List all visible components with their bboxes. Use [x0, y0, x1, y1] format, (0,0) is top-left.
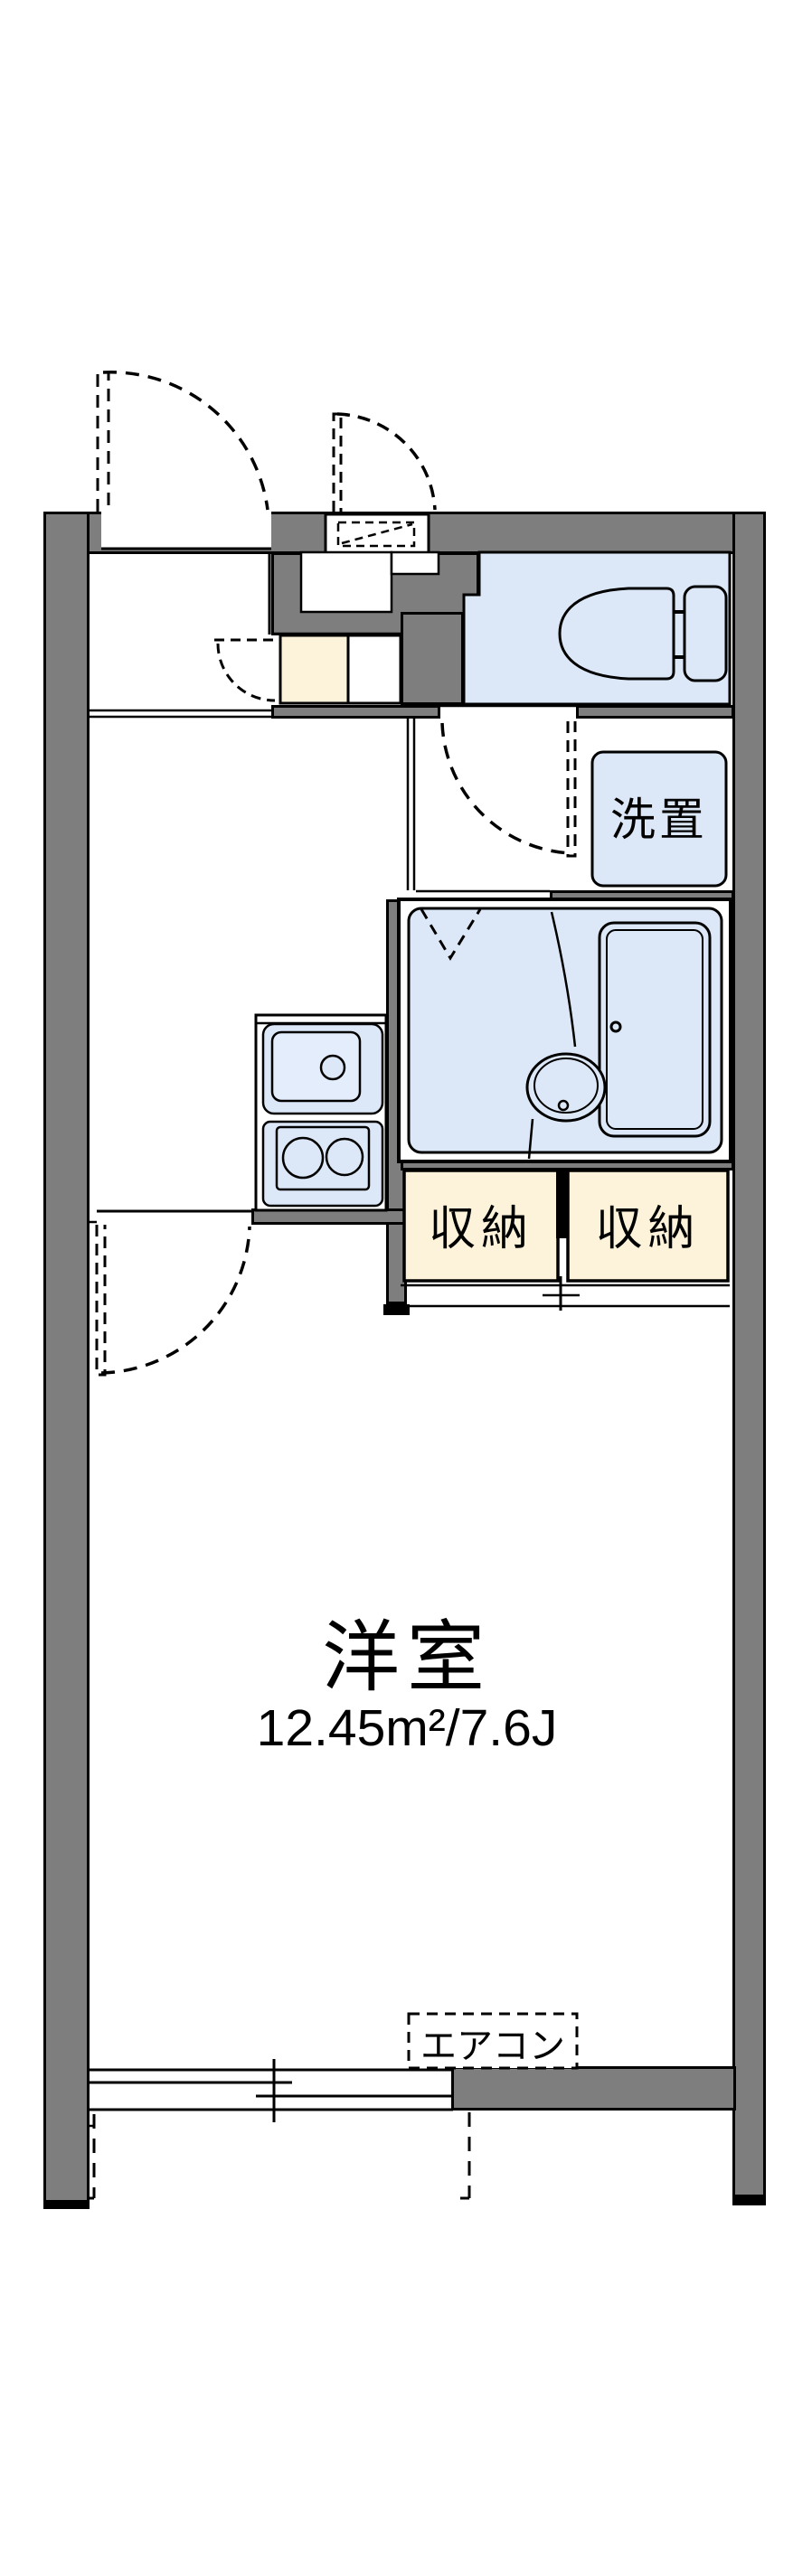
kitchen-door-swing-icon: [88, 1209, 251, 1377]
bathroom: [397, 889, 732, 1163]
laundry-space-label: 洗置: [610, 794, 708, 845]
bathtub-icon: [598, 921, 712, 1138]
wall-left-end: [43, 2200, 90, 2209]
wall-band-toilet: [576, 705, 734, 719]
wall-right-end: [732, 2195, 766, 2205]
wall-bottom: [451, 2066, 736, 2111]
closet-left-label: 収納: [428, 1202, 533, 1255]
main-room-size-label: 12.45m²/7.6J: [256, 1699, 558, 1757]
shower-drain-icon: [525, 911, 607, 1160]
main-room-label: 洋室: [322, 1614, 492, 1701]
entrance-opening: [101, 506, 271, 550]
wall-band-hall: [271, 705, 440, 719]
closet-right-label: 収納: [595, 1202, 701, 1255]
bath-folding-door-icon: [420, 908, 482, 961]
toilet-icon: [558, 585, 728, 682]
entrance-door-swing-icon: [96, 371, 269, 512]
aircon-box: [407, 2012, 579, 2070]
stove-icon: [261, 1120, 384, 1208]
balcony-divider: [460, 2112, 471, 2200]
storage-door-swing-icon: [332, 412, 437, 512]
hall-lines: [88, 547, 401, 719]
washroom-door-swing-icon: [440, 721, 577, 858]
shoe-cabinet-door-swing-icon: [214, 638, 276, 702]
closet-sliding-door-icon: [401, 1276, 730, 1311]
pipe-space-alcove: [299, 550, 440, 614]
washroom-partition: [406, 719, 416, 890]
wall-kitchen-end: [383, 1304, 410, 1315]
wall-storage-box-icon: [324, 512, 430, 556]
balcony-boundary: [87, 2114, 96, 2200]
window-symbol: [88, 2059, 453, 2122]
laundry-space-box: [590, 750, 728, 888]
kitchen-sink-icon: [261, 1022, 384, 1115]
kitchen-counter: [254, 1013, 388, 1212]
wall-left: [43, 512, 90, 2204]
shoe-cabinet-icon: [279, 634, 350, 705]
vestibule-floor: [346, 634, 402, 705]
closet-divider: [556, 1169, 569, 1238]
aircon-label: エアコン: [420, 2026, 565, 2066]
